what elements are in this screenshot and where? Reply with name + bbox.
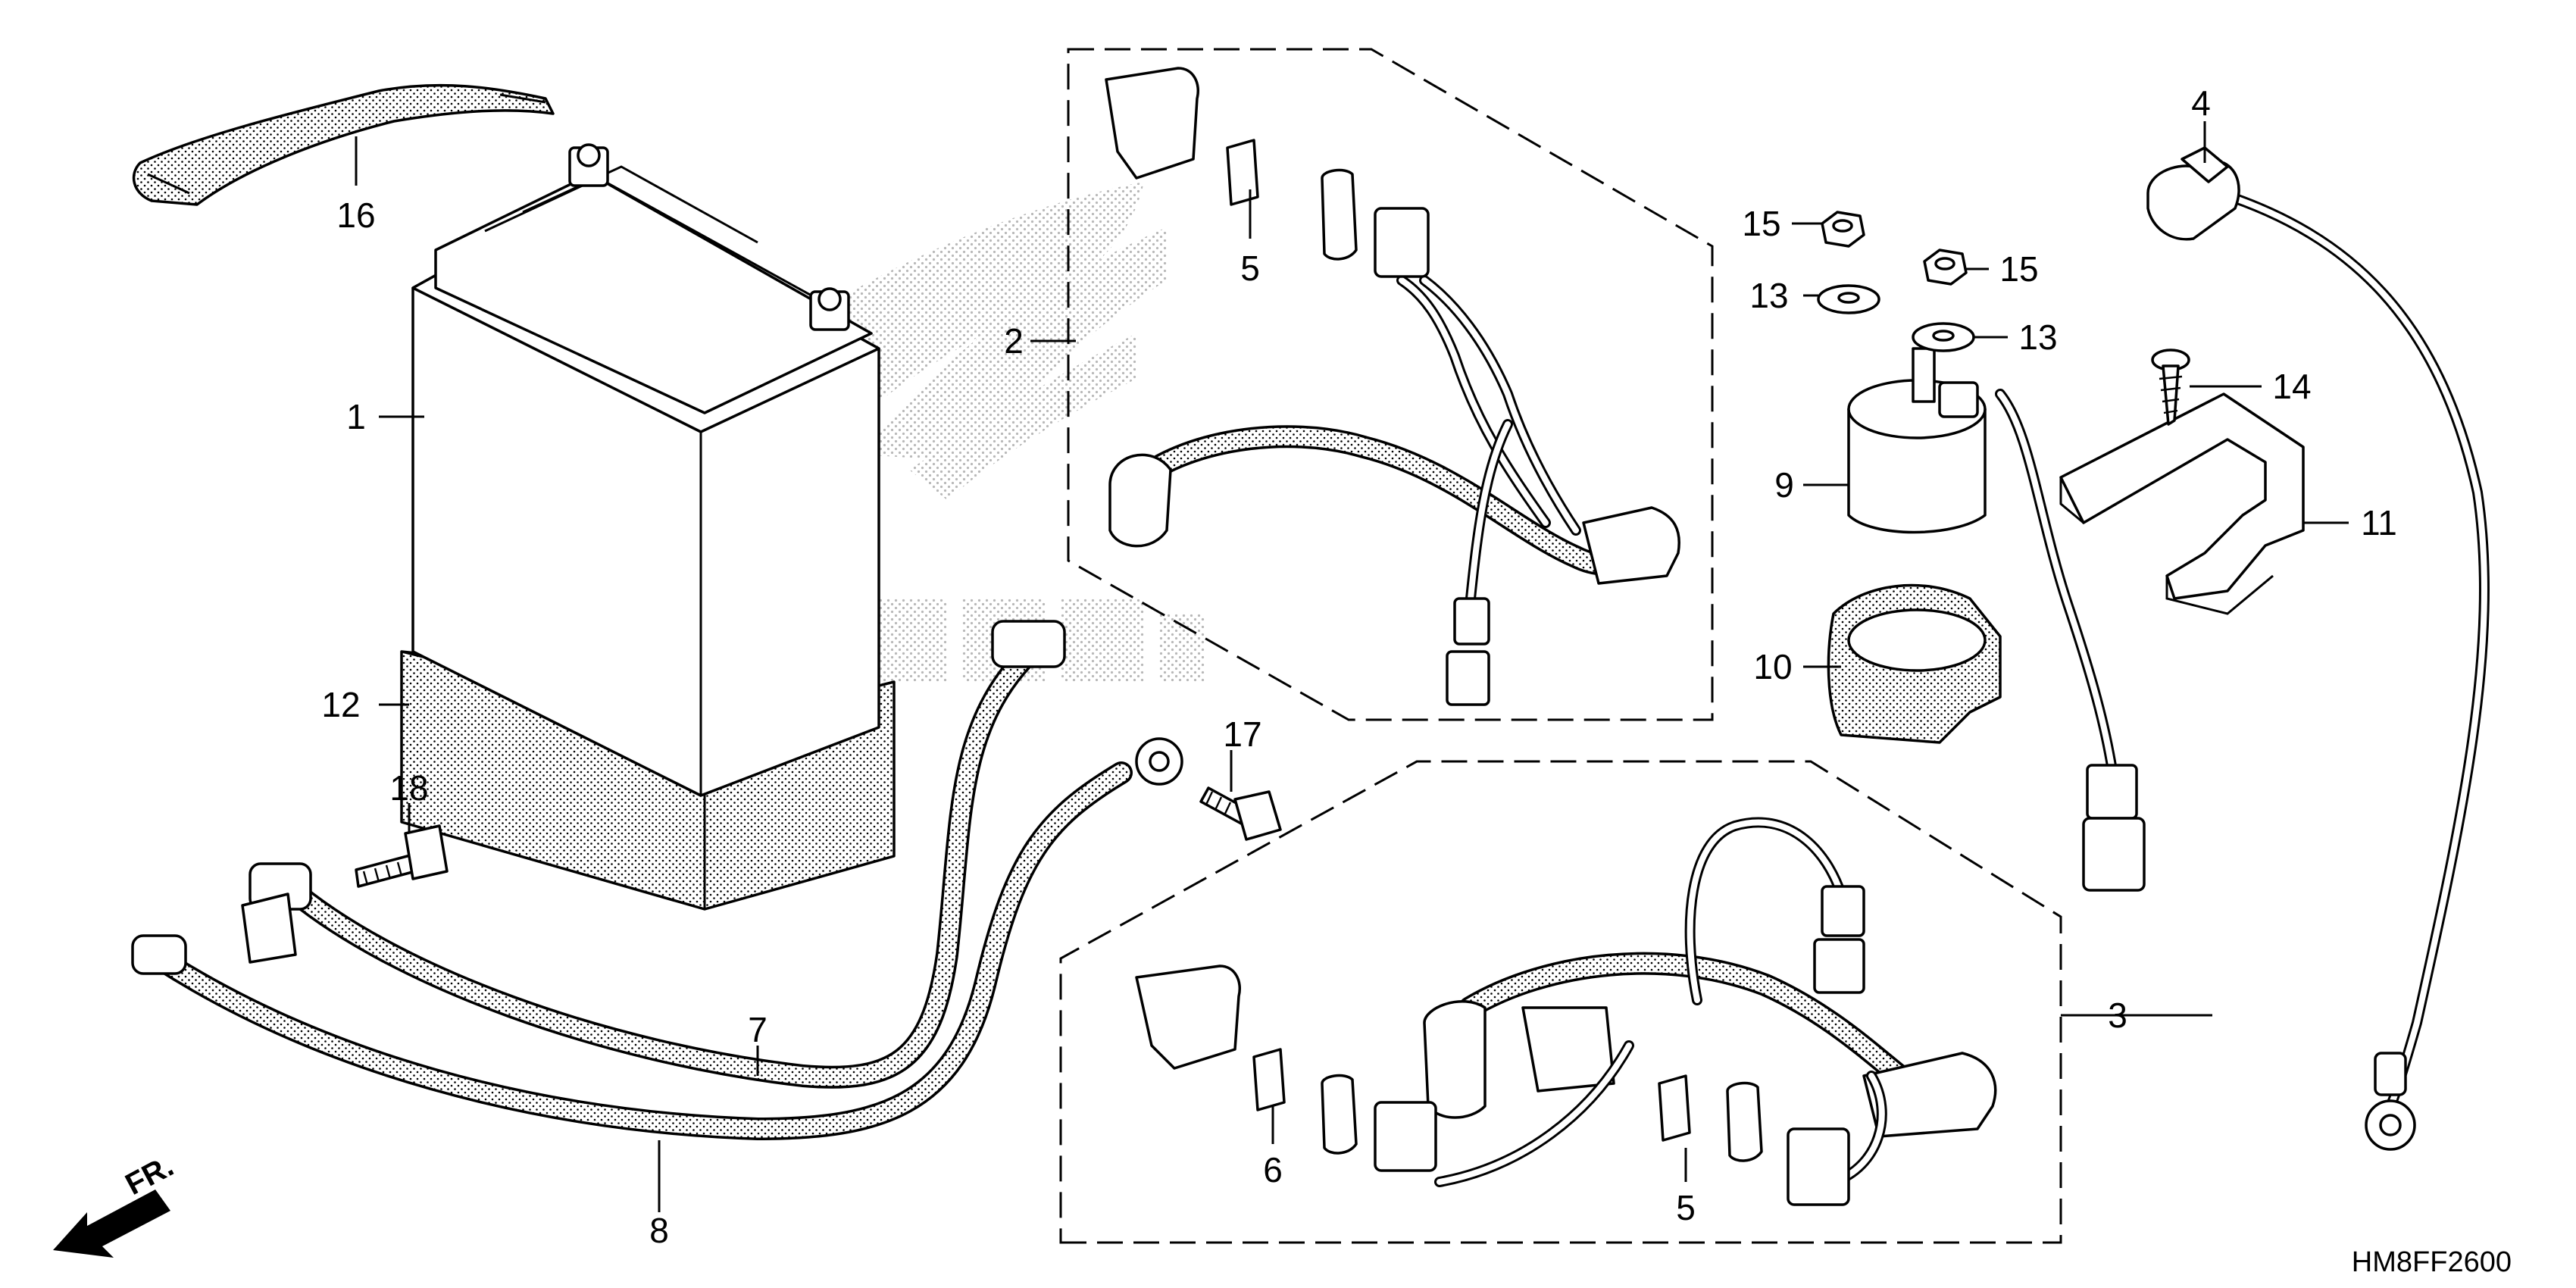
- callout-16: 16: [336, 195, 375, 235]
- front-direction-arrow-icon: FR.: [53, 1149, 179, 1258]
- screw-part-14: [2151, 349, 2190, 426]
- front-direction-label: FR.: [120, 1149, 180, 1202]
- positive-cable-part-4: [2146, 146, 2490, 1151]
- relay-bracket-part: [2059, 392, 2305, 615]
- callout-3: 3: [2108, 996, 2127, 1035]
- callout-5-lower: 5: [1676, 1188, 1696, 1227]
- sub-harness-group-box-3: [1059, 760, 2062, 1244]
- battery-part: [411, 143, 880, 797]
- washer-part-13b: [1912, 322, 1975, 352]
- starter-relay-part: [1847, 347, 2146, 892]
- callout-13-right: 13: [2018, 317, 2057, 357]
- callout-10: 10: [1753, 647, 1792, 686]
- callout-13-left: 13: [1749, 276, 1788, 315]
- callout-1: 1: [346, 397, 366, 436]
- callout-15-right: 15: [1999, 249, 2038, 289]
- battery-cable-part-7: [241, 620, 1066, 1089]
- callout-15-left: 15: [1742, 204, 1780, 243]
- callout-14: 14: [2272, 367, 2311, 406]
- relay-cover-part: [1827, 583, 2002, 744]
- bolt-part-18: [355, 824, 449, 888]
- sub-harness-group-box-2: [1067, 48, 1714, 721]
- callout-8: 8: [649, 1211, 669, 1250]
- washer-part-13a: [1817, 284, 1880, 314]
- starter-sub-harness-part-2: [1105, 67, 1680, 706]
- callout-18: 18: [389, 768, 428, 808]
- bolt-part-17: [1199, 786, 1282, 841]
- callout-5-upper: 5: [1240, 249, 1260, 288]
- diagram-code: HM8FF2600: [2352, 1246, 2512, 1278]
- callout-9: 9: [1774, 465, 1794, 505]
- battery-cable-part-8: [131, 737, 1183, 1140]
- callout-17: 17: [1223, 714, 1261, 754]
- callout-12: 12: [321, 685, 360, 724]
- battery-strap-part: [132, 83, 555, 206]
- callout-4: 4: [2191, 83, 2211, 123]
- nut-part-15a: [1821, 211, 1865, 248]
- callout-7: 7: [748, 1010, 767, 1049]
- callout-11: 11: [2361, 503, 2397, 542]
- starter-sub-harness-part-3: [1135, 817, 1997, 1206]
- callout-2: 2: [1004, 321, 1024, 361]
- nut-part-15b: [1923, 249, 1968, 286]
- callout-6: 6: [1263, 1150, 1283, 1190]
- leader-lines: [355, 121, 2349, 1212]
